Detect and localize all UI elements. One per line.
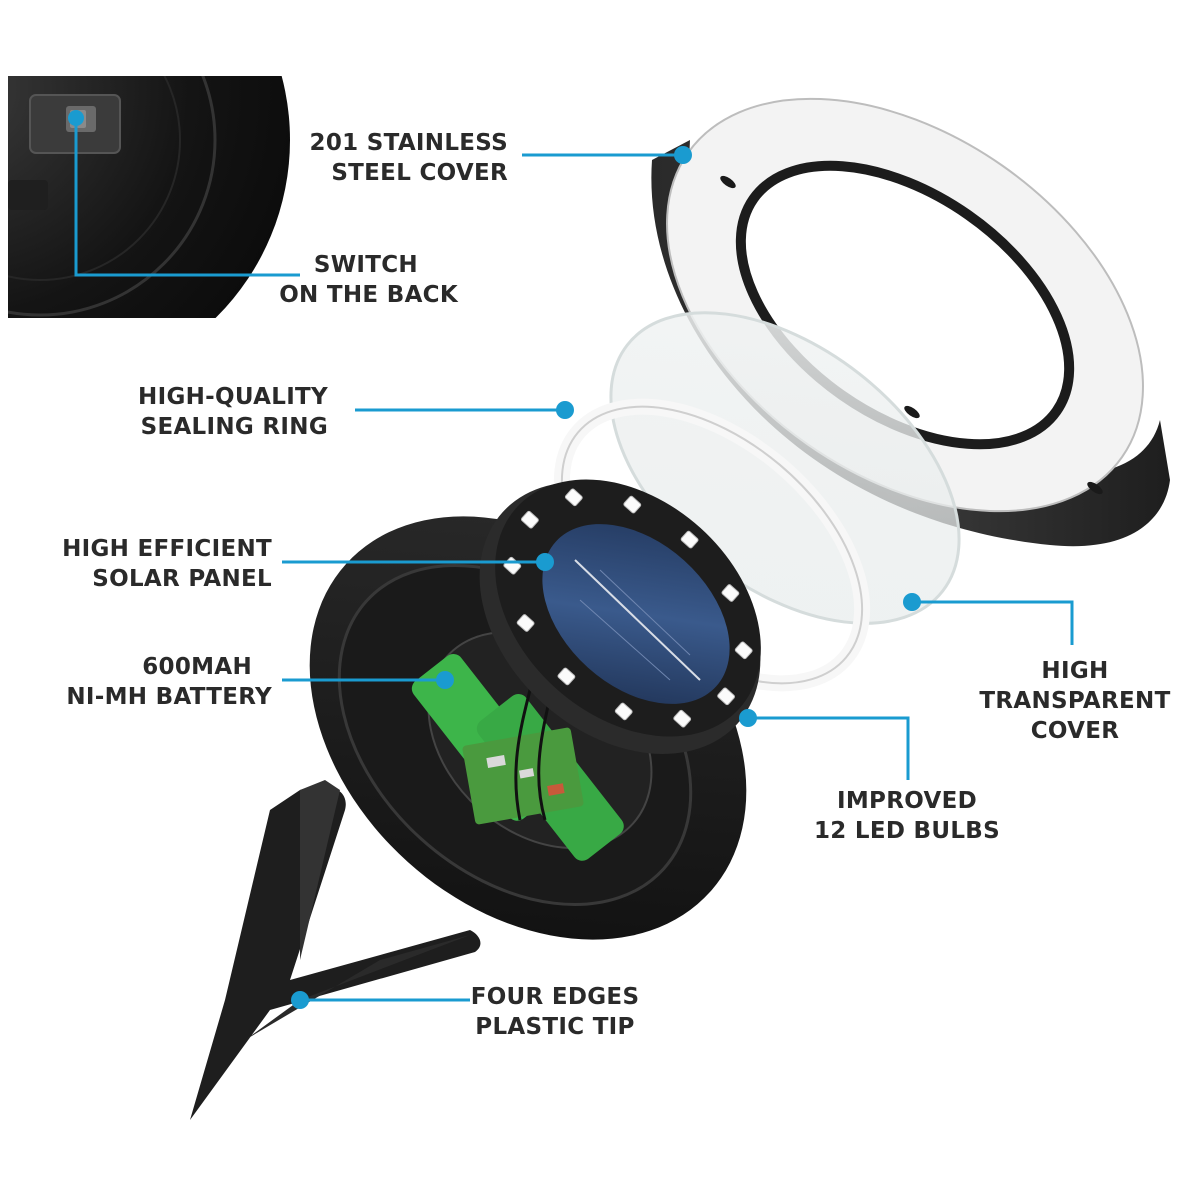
led-bulb	[623, 495, 642, 514]
label-battery: 600MAH NI-MH BATTERY	[40, 652, 272, 712]
label-switch-line1: SWITCH	[313, 252, 418, 278]
label-plastic-tip: FOUR EDGES PLASTIC TIP	[465, 982, 645, 1042]
callout-dot-ring	[556, 401, 574, 419]
label-transparent-line3: COVER	[1030, 718, 1120, 744]
label-steel-cover: 201 STAINLESS STEEL COVER	[280, 128, 508, 188]
label-battery-line2: NI-MH BATTERY	[66, 684, 272, 710]
label-solar-panel: HIGH EFFICIENT SOLAR PANEL	[40, 534, 272, 594]
led-bulbs	[503, 488, 753, 728]
callout-dot-switch	[68, 110, 84, 126]
label-sealing-ring: HIGH-QUALITY SEALING RING	[100, 382, 328, 442]
label-tip-line1: FOUR EDGES	[470, 984, 640, 1010]
callout-dot-battery	[436, 671, 454, 689]
led-bulb	[614, 702, 633, 721]
circuit-board	[462, 727, 584, 825]
label-led-bulbs: IMPROVED 12 LED BULBS	[800, 786, 1014, 846]
led-bulb	[557, 667, 576, 686]
callout-dot-transparent	[903, 593, 921, 611]
callout-line-transparent	[912, 600, 1074, 645]
callout-dot-led	[739, 709, 757, 727]
callout-line-led	[748, 716, 910, 780]
label-solar-panel-line2: SOLAR PANEL	[92, 566, 272, 592]
label-solar-panel-line1: HIGH EFFICIENT	[62, 536, 272, 562]
led-bulb	[521, 510, 539, 529]
label-tip-line2: PLASTIC TIP	[475, 1014, 635, 1040]
led-bulb	[721, 584, 740, 602]
led-bulb	[717, 687, 735, 706]
led-bulb	[673, 709, 692, 728]
led-bulb	[680, 530, 699, 549]
label-transparent-cover: HIGH TRANSPARENT COVER	[970, 656, 1180, 746]
label-steel-cover-line1: 201 STAINLESS	[309, 130, 508, 156]
label-battery-line1: 600MAH	[142, 654, 252, 680]
led-bulb	[516, 614, 535, 632]
label-switch-line2: ON THE BACK	[279, 282, 458, 308]
label-transparent-line2: TRANSPARENT	[979, 688, 1171, 714]
led-bulb	[564, 488, 583, 507]
label-sealing-ring-line2: SEALING RING	[140, 414, 328, 440]
callout-line-switch	[74, 118, 300, 277]
label-switch: SWITCH ON THE BACK	[230, 250, 458, 310]
plastic-tip-stake	[190, 780, 481, 1120]
callout-dot-solar	[536, 553, 554, 571]
callouts	[68, 110, 1074, 1009]
label-steel-cover-line2: STEEL COVER	[331, 160, 508, 186]
callout-dot-steel	[674, 146, 692, 164]
callout-dot-tip	[291, 991, 309, 1009]
label-transparent-line1: HIGH	[1041, 658, 1109, 684]
switch-inset	[8, 76, 292, 318]
label-led-line2: 12 LED BULBS	[813, 818, 1001, 844]
label-led-line1: IMPROVED	[837, 788, 977, 814]
led-bulb	[734, 641, 753, 660]
label-sealing-ring-line1: HIGH-QUALITY	[138, 384, 328, 410]
